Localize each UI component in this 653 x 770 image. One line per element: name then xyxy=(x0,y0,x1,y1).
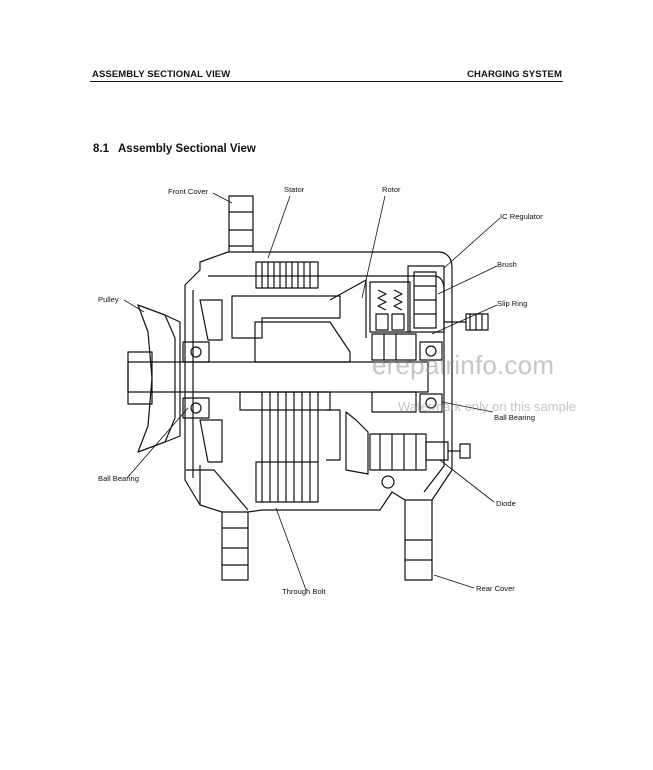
watermark-site: erepairinfo.com xyxy=(372,350,555,380)
slip-ring-assembly xyxy=(371,333,417,413)
section-title: 8.1 Assembly Sectional View xyxy=(93,143,256,155)
stator-core xyxy=(255,261,319,503)
ic-regulator-block xyxy=(407,265,445,333)
bottom-mount-lug-left xyxy=(221,512,249,581)
label-ball-bearing-right: Ball Bearing xyxy=(494,413,535,422)
label-ball-bearing-left: Ball Bearing xyxy=(98,474,139,483)
label-ic-regulator: IC Regulator xyxy=(500,212,543,221)
header-left-title: ASSEMBLY SECTIONAL VIEW xyxy=(92,69,231,80)
header-right-title: CHARGING SYSTEM xyxy=(467,69,562,80)
section-title-text: Assembly Sectional View xyxy=(118,143,256,155)
leader-lines xyxy=(123,192,501,591)
front-ball-bearing xyxy=(182,341,210,419)
rotor-claw-poles xyxy=(231,295,351,462)
label-stator: Stator xyxy=(284,185,305,194)
label-front-cover: Front Cover xyxy=(168,187,209,196)
label-rear-cover: Rear Cover xyxy=(476,584,515,593)
section-number: 8.1 xyxy=(93,143,109,155)
top-mount-lug xyxy=(228,195,254,263)
label-through-bolt: Through Bolt xyxy=(282,587,326,596)
watermark-note: Watermark only on this sample xyxy=(398,399,576,414)
label-rotor: Rotor xyxy=(382,185,401,194)
brush-holder xyxy=(369,281,411,333)
rear-ball-bearing xyxy=(419,341,443,413)
pulley xyxy=(127,304,181,453)
label-diode: Diode xyxy=(496,499,516,508)
diode-rectifier xyxy=(369,433,471,471)
label-slip-ring: Slip Ring xyxy=(497,299,528,308)
label-pulley: Pulley xyxy=(98,295,119,304)
header-rule xyxy=(90,81,563,82)
label-brush: Brush xyxy=(497,260,517,269)
bottom-mount-lug-right xyxy=(404,500,433,581)
fan xyxy=(186,299,249,511)
page-header: ASSEMBLY SECTIONAL VIEW CHARGING SYSTEM xyxy=(92,66,562,80)
